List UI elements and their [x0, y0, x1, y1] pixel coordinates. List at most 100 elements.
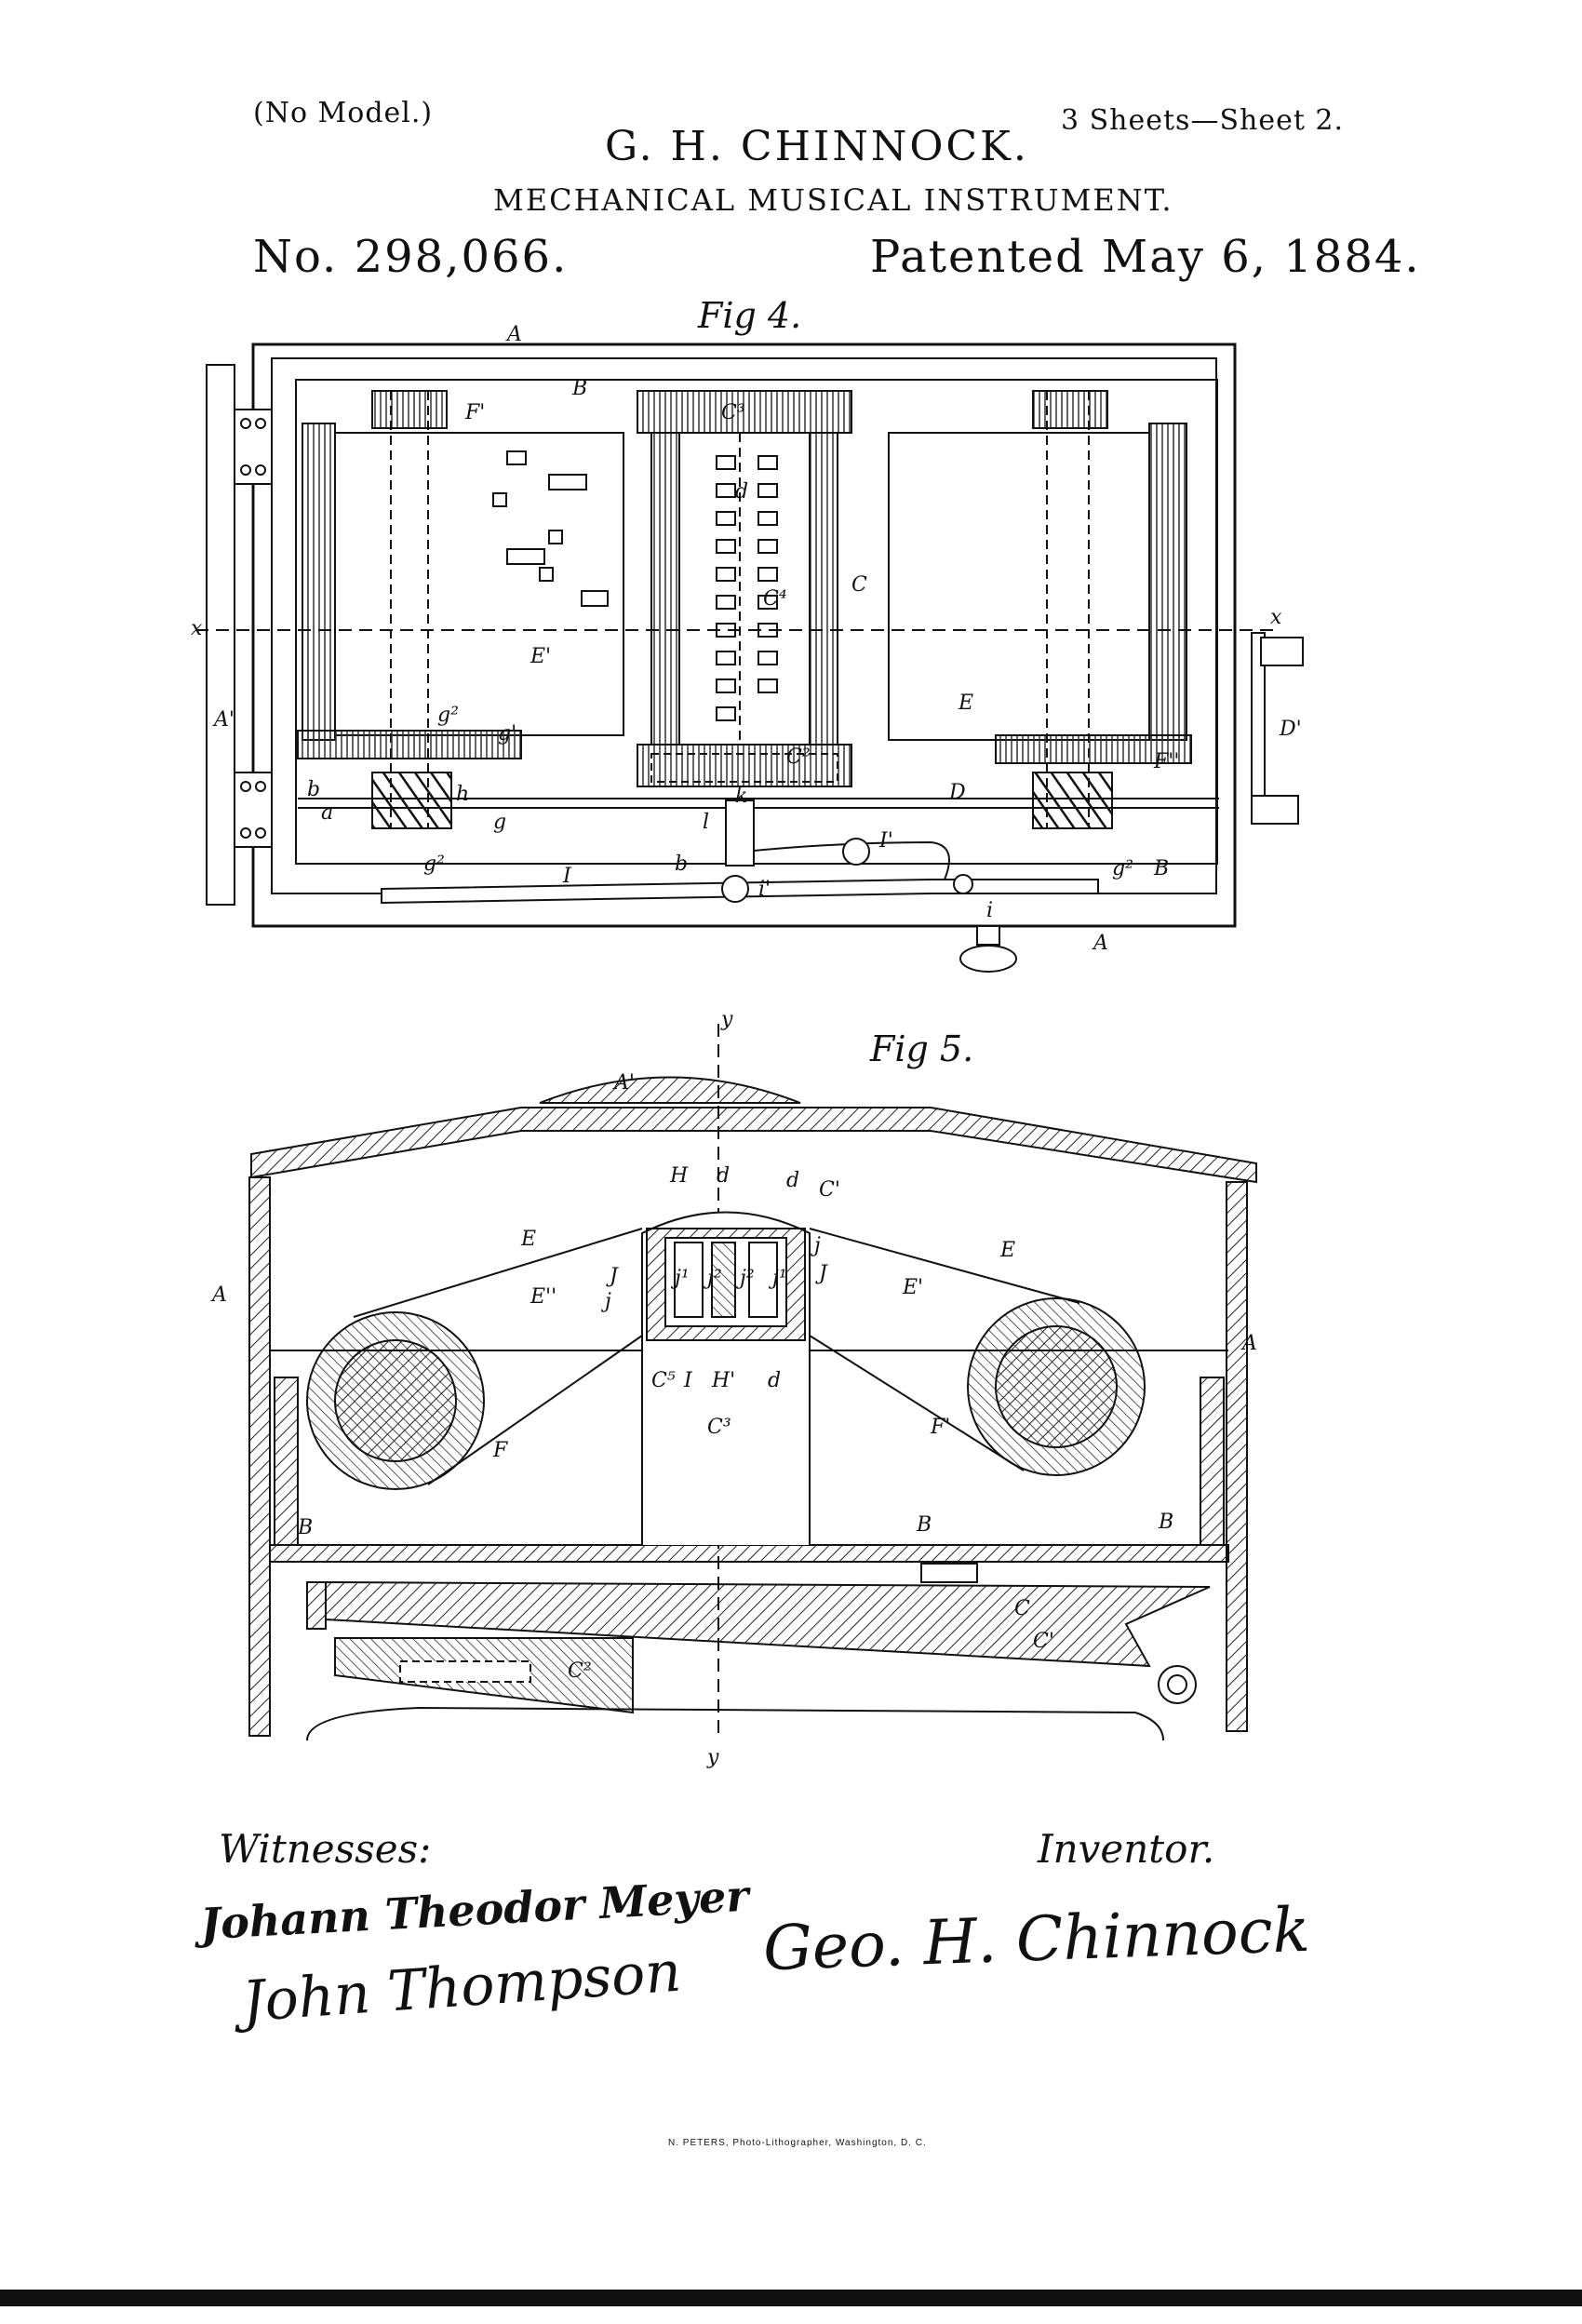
fig4-outer-case: [251, 343, 1237, 928]
fig5-label-F: F: [492, 1439, 508, 1462]
fig5-label-d-top2: d: [786, 1169, 799, 1192]
fig4-label-x-right: x: [1270, 606, 1282, 629]
fig5-label-C3: C³: [707, 1416, 731, 1439]
fig4-perforations-left: [492, 450, 609, 607]
patent-date: Patented May 6, 1884.: [870, 231, 1421, 283]
fig5-label-j1-left: j¹: [670, 1267, 690, 1290]
fig4-label-k: k: [735, 785, 747, 808]
inventor-label: Inventor.: [1038, 1826, 1215, 1872]
fig4-label-h: h: [456, 783, 469, 806]
fig4-label-I: I: [562, 865, 572, 888]
fig5-caption: Fig 5.: [869, 1028, 973, 1069]
fig5-label-C2: C²: [568, 1659, 592, 1683]
fig4-label-D-prime: D': [1279, 718, 1302, 741]
fig5-label-J-right: J: [815, 1262, 828, 1285]
fig5-label-B-right: B: [1158, 1511, 1173, 1534]
fig4-label-g: g: [493, 811, 506, 834]
fig4-label-E: E: [958, 692, 973, 715]
fig5-label-E-dprime: E'': [530, 1285, 556, 1309]
fig5-label-C5: C⁵: [651, 1369, 676, 1392]
fig4-label-g2: g²: [437, 704, 459, 727]
inventor-name-heading: G. H. CHINNOCK.: [605, 123, 1029, 170]
fig5-label-H: H: [669, 1164, 689, 1188]
fig5-label-B-left: B: [297, 1516, 313, 1539]
fig5-label-j1-right: j¹: [768, 1267, 787, 1290]
fig4-crank: [1251, 632, 1304, 825]
fig5-label-E-left: E: [520, 1228, 536, 1251]
fig4-label-a: a: [321, 801, 333, 825]
fig4-frame-b: [295, 379, 1218, 865]
fig4-label-A: A: [505, 323, 522, 346]
fig5-label-y-bottom: y: [706, 1746, 719, 1769]
fig4-roll-left: [297, 390, 624, 828]
fig4-label-A-prime: A': [212, 708, 235, 732]
figure-4-drawing: Fig 4.: [191, 295, 1304, 973]
fig4-label-B-right: B: [1153, 857, 1169, 880]
fig4-label-B: B: [571, 377, 587, 400]
patent-title: MECHANICAL MUSICAL INSTRUMENT.: [493, 182, 1173, 218]
fig4-label-i-prime: i': [758, 878, 771, 901]
fig4-label-g2-left: g²: [423, 853, 445, 876]
inventor-signature: Geo. H. Chinnock: [761, 1893, 1311, 1985]
fig4-label-D: D: [948, 781, 966, 804]
fig5-block-right: [1200, 1377, 1225, 1546]
witness-signature-1: Johann Theodor Meyer: [198, 1870, 750, 1950]
fig5-floor-b: [269, 1544, 1229, 1563]
figure-5-drawing: Fig 5.: [210, 1008, 1257, 1769]
fig4-label-i: i: [986, 899, 993, 922]
fig5-label-j-right: j: [810, 1234, 821, 1257]
fig5-label-C-prime-top: C': [819, 1178, 840, 1202]
fig4-label-l: l: [703, 811, 709, 834]
fig4-label-d: d: [735, 480, 748, 504]
fig5-roll-right: [967, 1297, 1146, 1476]
fig4-knob: [959, 925, 1017, 973]
fig4-label-C: C: [851, 573, 867, 597]
fig4-label-C4: C⁴: [763, 587, 787, 611]
fig5-label-A-left: A: [210, 1283, 227, 1307]
fig4-label-E-prime: E': [530, 645, 551, 668]
fig4-label-g-prime: g': [498, 722, 516, 746]
fig5-label-d-bottom: d: [768, 1369, 781, 1392]
fig5-label-E-prime: E': [902, 1276, 923, 1299]
fig4-tracker-holes: [716, 455, 778, 721]
fig5-case-walls: [248, 1176, 1248, 1737]
scan-edge-bar: [0, 2290, 1582, 2306]
fig4-caption: Fig 4.: [697, 295, 801, 336]
fig4-label-b: b: [307, 778, 320, 801]
patent-number: No. 298,066.: [253, 231, 569, 283]
fig5-label-j-left: j: [600, 1290, 611, 1313]
fig5-label-j2-left: j²: [703, 1267, 722, 1290]
fig5-label-A-right: A: [1240, 1332, 1257, 1355]
fig4-tracker-bar: [637, 390, 852, 787]
fig5-block-left: [274, 1377, 299, 1546]
fig4-label-A-bottom: A: [1092, 932, 1108, 955]
fig5-label-A-prime: A': [612, 1071, 635, 1095]
fig5-wind-chest: [306, 1563, 1211, 1741]
fig5-labels: y A' H d d C' E E j J j j¹ j² j² j¹ J E'…: [210, 1008, 1257, 1769]
fig4-side-rail: [206, 364, 235, 906]
witness-signature-2: John Thompson: [240, 1939, 684, 2035]
sheet-number: 3 Sheets—Sheet 2.: [1061, 104, 1345, 137]
fig4-label-F-prime: F': [464, 401, 485, 424]
fig5-label-J-left: J: [606, 1265, 619, 1288]
witnesses-label: Witnesses:: [219, 1826, 432, 1872]
fig5-label-d-top: d: [717, 1164, 730, 1188]
fig4-lever: [381, 799, 1099, 905]
fig5-label-C-prime: C': [1033, 1630, 1054, 1653]
fig5-label-H-prime: H': [711, 1369, 735, 1392]
fig5-lid: [250, 1076, 1257, 1184]
no-model-note: (No Model.): [253, 97, 434, 129]
fig4-label-x-left: x: [191, 617, 203, 640]
fig4-labels: A B F' C³ d C C⁴ E' E x x A' D' g² g' b …: [191, 323, 1302, 955]
fig5-label-j2-right: j²: [735, 1267, 755, 1290]
fig4-label-F-dprime: F'': [1153, 750, 1179, 773]
fig5-label-y-top: y: [720, 1008, 733, 1031]
fig4-shaft: [298, 798, 1219, 809]
printer-credit: N. PETERS, Photo-Lithographer, Washingto…: [668, 2138, 927, 2148]
fig4-spring-left: [371, 772, 452, 829]
fig5-label-I: I: [683, 1369, 693, 1392]
fig5-label-E-right: E: [999, 1239, 1015, 1262]
fig4-hinges: [234, 409, 273, 848]
fig4-roll-right: [888, 390, 1192, 828]
fig4-label-b2: b: [675, 853, 688, 876]
